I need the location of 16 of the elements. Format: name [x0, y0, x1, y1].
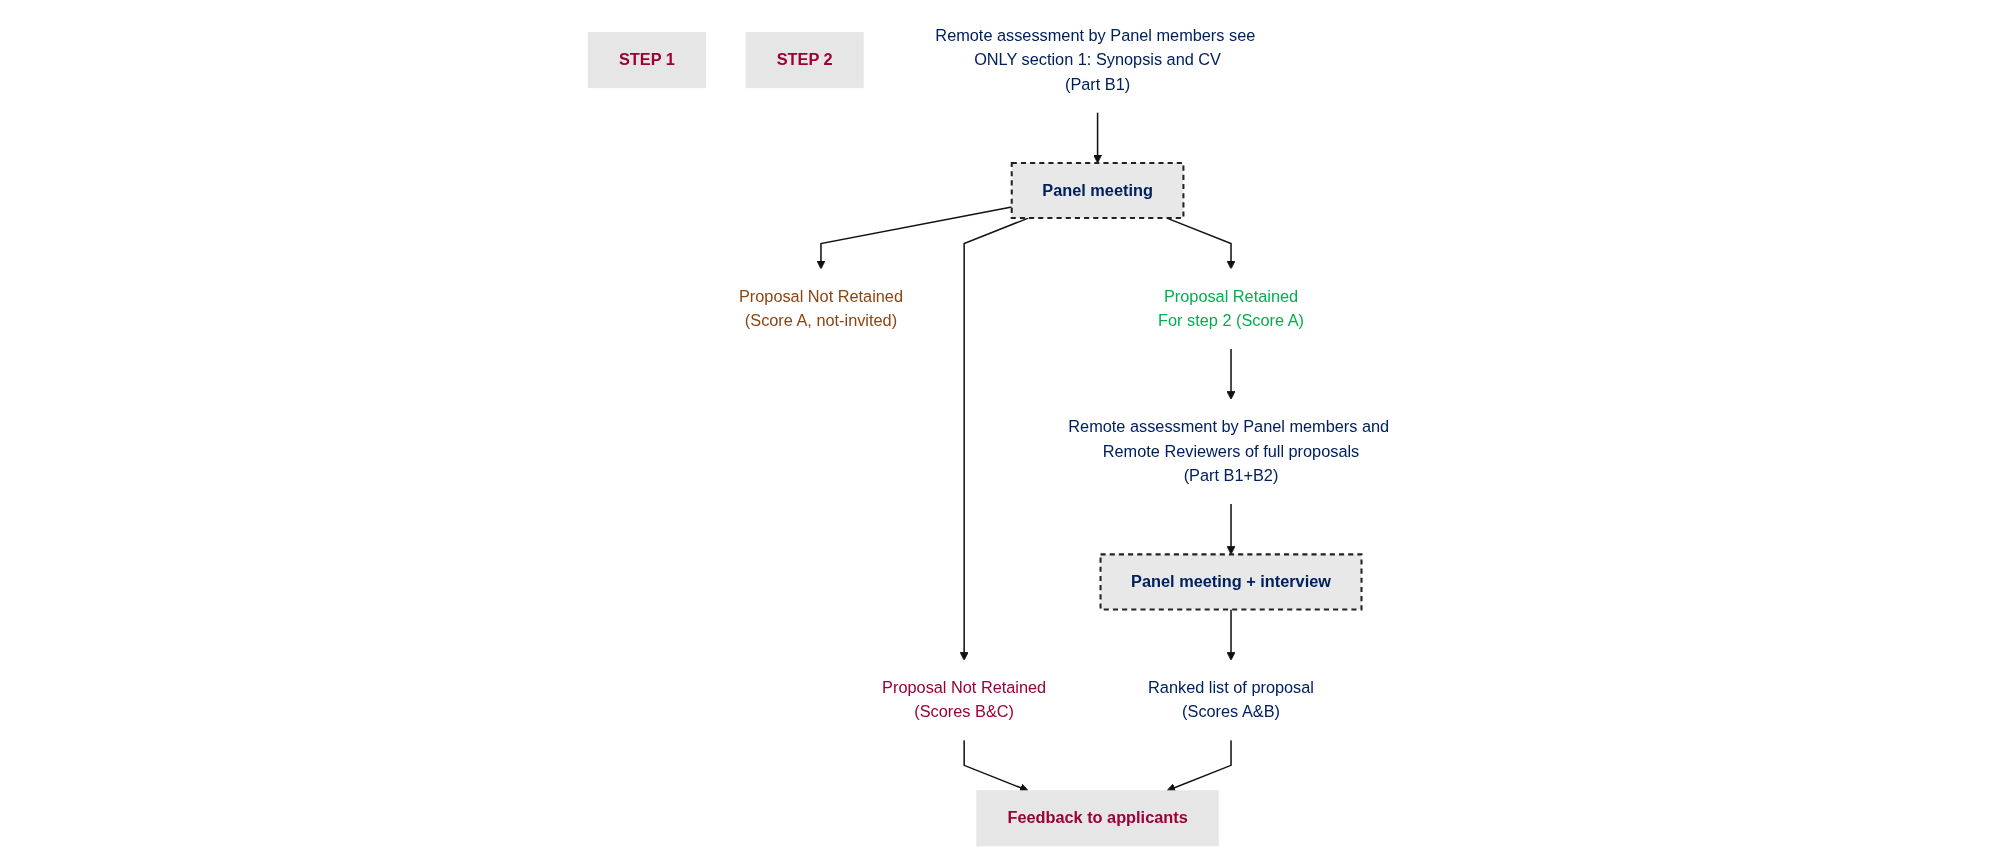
node-box: Panel meeting [1010, 162, 1185, 220]
node-box: STEP 1 [587, 32, 706, 89]
node-box: STEP 2 [745, 32, 864, 89]
arrow [1093, 111, 1103, 164]
node-text: Ranked list of proposal (Scores A&B) [1148, 678, 1314, 721]
arrow [963, 739, 1029, 792]
node-text: Remote assessment by Panel members and Remote Reviewers of full proposals (Part B1+B2) [1068, 417, 1390, 485]
arrow [1226, 347, 1236, 400]
arrow [1166, 739, 1232, 792]
node-box: Feedback to applicants [976, 790, 1219, 847]
node-text: Proposal Not Retained (Scores B&C) [882, 678, 1047, 721]
node-text: Remote assessment by Panel members see ONLY section 1: Synopsis and CV (Part B1) [935, 26, 1256, 93]
node-box: Panel meeting + interview [1099, 553, 1363, 611]
arrow [1226, 502, 1236, 555]
node-text: Proposal Not Retained (Score A, not-invited) [738, 287, 903, 330]
node-text: Proposal Retained For step 2 (Score A) [1158, 287, 1304, 330]
